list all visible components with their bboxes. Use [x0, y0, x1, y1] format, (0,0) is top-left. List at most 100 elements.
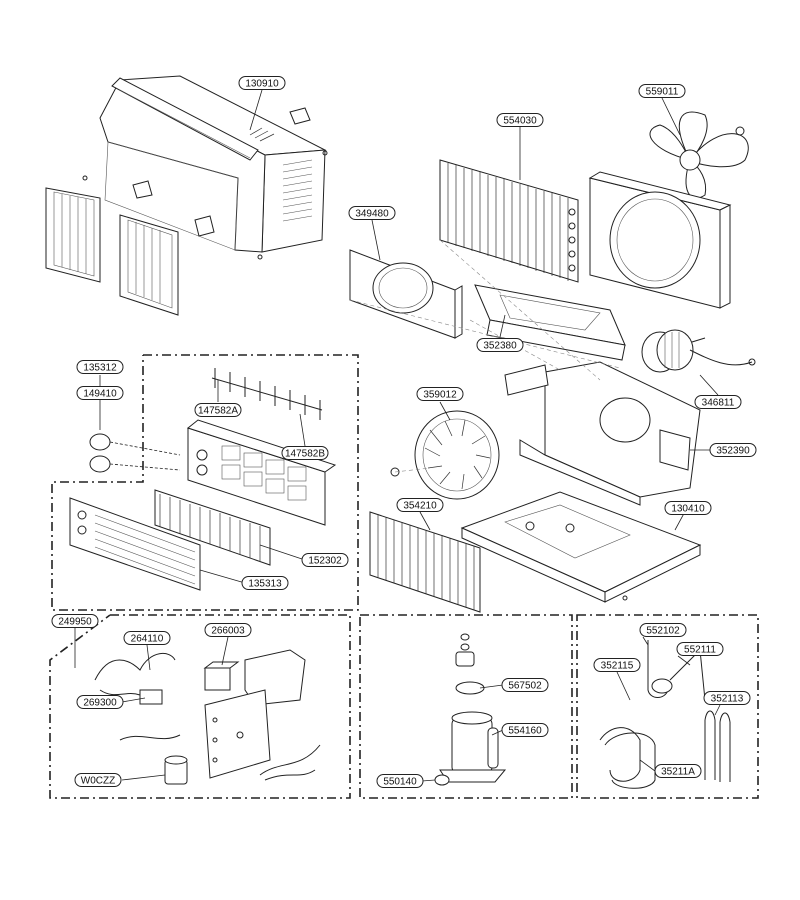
base-pan-130410 [460, 491, 702, 603]
section-borders [49, 354, 759, 799]
part-label-135313: 135313 [241, 576, 289, 590]
part-label-149410: 149410 [76, 386, 124, 400]
part-number-text: 147582B [285, 449, 325, 460]
part-number-text: 249950 [58, 617, 92, 628]
part-label-352390: 352390 [709, 443, 757, 457]
part-label-359012: 359012 [416, 387, 464, 401]
evaporator-354210 [369, 511, 481, 613]
label-pill [501, 678, 549, 692]
side-curtain-left [45, 187, 101, 283]
part-number-text: 552102 [646, 626, 680, 637]
part-label-352115: 352115 [593, 658, 641, 672]
label-pill [476, 338, 524, 352]
part-label-550140: 550140 [376, 774, 424, 788]
part-label-346811: 346811 [694, 395, 742, 409]
part-label-349480: 349480 [348, 206, 396, 220]
part-label-135312: 135312 [76, 360, 124, 374]
fan-559011 [649, 111, 749, 199]
label-pill [281, 446, 329, 460]
part-number-text: 349480 [355, 209, 389, 220]
label-pill [204, 623, 252, 637]
tubing-parts [599, 640, 731, 789]
label-pill [123, 631, 171, 645]
label-pill [348, 206, 396, 220]
knobs-149410 [89, 433, 181, 473]
part-number-text: 554160 [508, 726, 542, 737]
drain-pan-352380 [474, 284, 626, 361]
part-number-text: 554030 [503, 116, 537, 127]
part-number-text: 264110 [131, 634, 164, 645]
label-pill [639, 623, 687, 637]
part-label-552102: 552102 [639, 623, 687, 637]
motor-346811 [641, 329, 756, 373]
label-pill [709, 443, 757, 457]
label-pill [664, 501, 712, 515]
label-pill [76, 360, 124, 374]
part-label-152302: 152302 [301, 553, 349, 567]
cabinet-130910 [82, 75, 328, 260]
orifice-349480 [349, 249, 463, 339]
label-pill [694, 395, 742, 409]
side-curtain-right [119, 214, 179, 316]
part-number-text: 149410 [83, 389, 117, 400]
condenser-554030 [439, 159, 579, 283]
part-number-text: 346811 [702, 398, 735, 409]
label-pill [76, 386, 124, 400]
part-label-567502: 567502 [501, 678, 549, 692]
label-pill [703, 691, 751, 705]
label-pill [74, 773, 122, 787]
fan-shroud [588, 171, 732, 309]
label-pill [376, 774, 424, 788]
part-label-352113: 352113 [703, 691, 751, 705]
front-grille-section-border [51, 354, 359, 611]
part-number-text: 559011 [646, 87, 679, 98]
label-pill [676, 642, 724, 656]
filter-152302 [154, 489, 271, 566]
part-label-354210: 354210 [396, 498, 444, 512]
part-number-text: 269300 [83, 698, 117, 709]
electrical-section-border [49, 614, 351, 799]
part-number-text: 552111 [684, 645, 716, 656]
grille-135313 [69, 497, 201, 591]
air-guide-352390 [504, 361, 701, 506]
label-pill [638, 84, 686, 98]
part-labels: 130910 559011 554030 349480 352380 346811 1353… [51, 76, 757, 788]
blower-wheel-359012 [390, 410, 500, 500]
label-pill [194, 403, 242, 417]
part-number-text: 152302 [308, 556, 342, 567]
part-number-text: 135312 [83, 363, 117, 374]
label-pill [76, 695, 124, 709]
part-number-text: 352390 [716, 446, 750, 457]
electrical-parts [94, 649, 321, 785]
label-pill [654, 764, 702, 778]
part-number-text: 130410 [671, 504, 705, 515]
part-number-text: 352380 [483, 341, 517, 352]
part-label-352380: 352380 [476, 338, 524, 352]
label-pill [241, 576, 289, 590]
label-pill [301, 553, 349, 567]
part-label-266003: 266003 [204, 623, 252, 637]
part-number-text: 354210 [403, 501, 437, 512]
compressor-section-border [359, 614, 573, 799]
part-label-554160: 554160 [501, 723, 549, 737]
part-label-249950: 249950 [51, 614, 99, 628]
label-pill [238, 76, 286, 90]
part-label-147582a: 147582A [194, 403, 242, 417]
label-pill [396, 498, 444, 512]
part-number-text: 567502 [508, 681, 542, 692]
part-label-269300: 269300 [76, 695, 124, 709]
label-pill [501, 723, 549, 737]
label-pill [51, 614, 99, 628]
part-number-text: 352113 [711, 694, 744, 705]
part-number-text: 359012 [423, 390, 457, 401]
label-pill [496, 113, 544, 127]
part-label-130910: 130910 [238, 76, 286, 90]
part-label-264110: 264110 [123, 631, 171, 645]
part-number-text: 266003 [211, 626, 245, 637]
part-number-text: W0CZZ [81, 776, 115, 787]
part-number-text: 130910 [245, 79, 279, 90]
part-number-text: 135313 [248, 579, 282, 590]
part-number-text: 35211A [661, 767, 695, 778]
part-label-w0czz: W0CZZ [74, 773, 122, 787]
